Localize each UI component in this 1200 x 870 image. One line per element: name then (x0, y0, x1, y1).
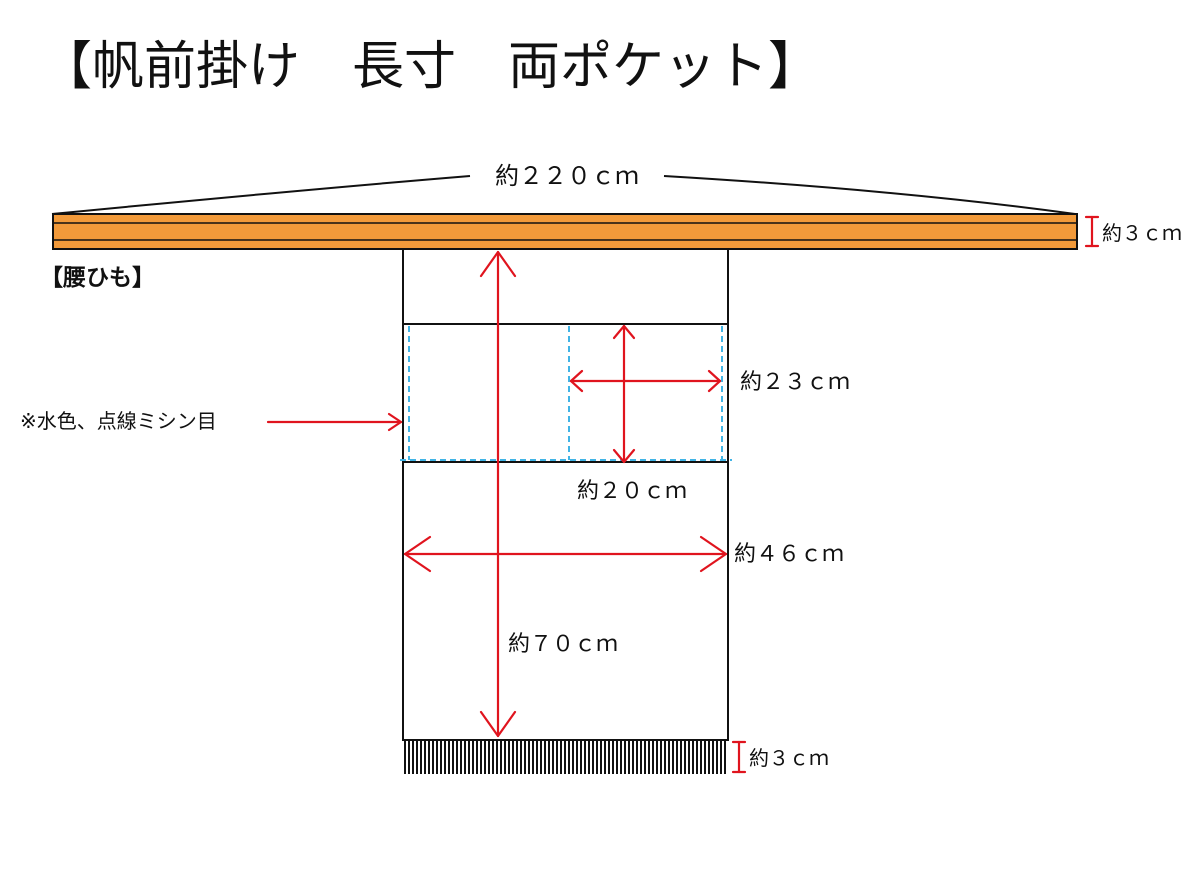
waist-tie-length-arc-right (663, 175, 1076, 215)
waist-tie-width-label: 約３ｃｍ (1102, 221, 1182, 245)
page-title: 【帆前掛け 長寸 両ポケット】 (40, 37, 820, 97)
body-length-arrow (479, 250, 517, 738)
waist-tie (52, 213, 1078, 250)
fringe (403, 740, 728, 774)
waist-tie-width-marker (1084, 215, 1100, 248)
fringe-length-marker (731, 740, 747, 774)
pocket-height-arrow (612, 324, 636, 464)
waist-tie-name-label: 【腰ひも】 (40, 265, 155, 291)
waist-tie-fill (52, 213, 1078, 250)
body-width-label: 約４６ｃｍ (734, 542, 844, 567)
pocket-panel (402, 323, 729, 463)
body-width-arrow (403, 535, 728, 573)
stitch-note-pointer-arrow (266, 412, 403, 432)
pocket-width-arrow (569, 369, 722, 393)
pocket-stitch-lines (400, 326, 732, 461)
waist-tie-length-label: 約２２０ｃｍ (495, 162, 639, 190)
fringe-length-label: 約３ｃｍ (749, 746, 829, 770)
pocket-width-label: 約２３ｃｍ (740, 370, 850, 395)
body-length-label: 約７０ｃｍ (508, 632, 618, 657)
pocket-height-label: 約２０ｃｍ (577, 479, 687, 504)
waist-tie-length-arc-left (51, 175, 471, 215)
stitch-note-label: ※水色、点線ミシン目 (20, 409, 217, 433)
